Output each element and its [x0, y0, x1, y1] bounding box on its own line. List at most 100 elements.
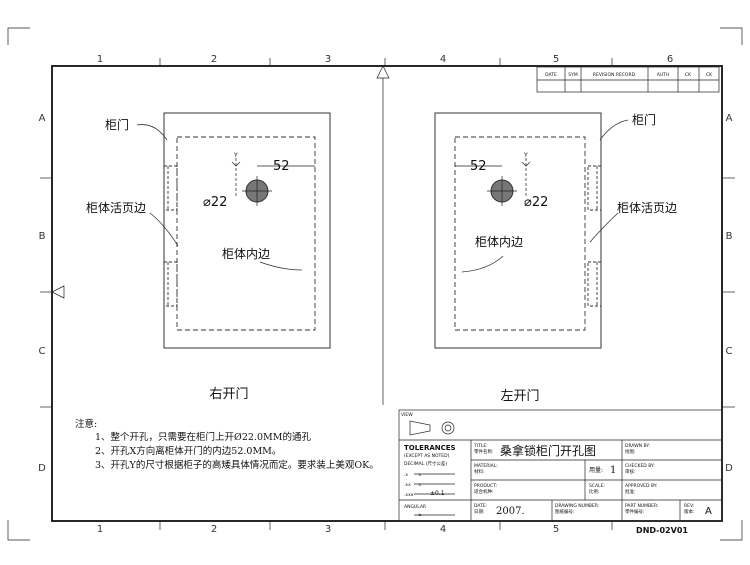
grid-column-labels: 1 2 3 4 5 6 1 2 3 4 5 [97, 54, 673, 535]
door-label: 柜门 [632, 112, 656, 127]
row-label: B [39, 231, 46, 242]
col-label: 3 [325, 54, 331, 65]
rev-sub: 版本: [684, 508, 695, 515]
qty-value: 1 [610, 465, 616, 476]
product-label: PRODUCT: [474, 483, 497, 489]
svg-text:.xx: .xx [404, 483, 411, 488]
row-label: C [726, 346, 733, 357]
material-label: MATERIAL: [474, 463, 498, 469]
svg-text:.xxx: .xxx [404, 493, 414, 498]
door-panel [163, 112, 331, 349]
date-value: 2007. [496, 506, 525, 517]
center-mark-top [376, 65, 390, 79]
col-label: 4 [440, 524, 446, 535]
decimal-label: DECIMAL (尺寸公差) [404, 460, 447, 467]
y-dim: Y [233, 152, 238, 159]
rev-label: REV: [684, 503, 694, 509]
drawing-frame [51, 65, 723, 522]
center-mark-left [51, 285, 65, 299]
projection-symbol-icon [409, 420, 455, 436]
rev-col-ck2: CK [706, 72, 713, 78]
hinge-label: 柜体活页边 [86, 201, 146, 215]
hinge-bottom [163, 261, 178, 307]
scale-label: SCALE: [589, 483, 605, 489]
col-label: 3 [325, 524, 331, 535]
col-label: 2 [211, 524, 217, 535]
left-door-drawing: Y 52 ⌀22 柜门 柜体活页边 柜体内边 左开门 [434, 112, 677, 404]
left-door-caption: 左开门 [500, 389, 539, 404]
inner-label: 柜体内边 [475, 235, 523, 249]
title-sub: 零件名称: [474, 448, 494, 455]
right-door-drawing: Y 52 ⌀22 柜门 柜体活页边 柜体内边 右开门 [86, 112, 331, 402]
dim-52: 52 [470, 159, 487, 174]
row-label: D [725, 463, 733, 474]
corner-marks [7, 27, 743, 541]
tol-xx: ± [418, 482, 422, 488]
product-sub: 适合机种: [474, 488, 494, 495]
material-sub: 材料: [474, 468, 485, 475]
hinge-bottom [587, 261, 602, 307]
date-label: DATE: [474, 503, 487, 509]
dim-22: ⌀22 [524, 195, 548, 210]
tol-xxx: ±0.1 [430, 490, 445, 497]
col-label: 5 [553, 524, 559, 535]
drawn-by-sub: 绘图: [625, 448, 636, 455]
col-label: 6 [667, 54, 673, 65]
inner-edge-outline [176, 136, 316, 331]
title-block: VIEW TOLERANCES (EXCEPT AS NOTED) DECIMA… [398, 409, 723, 522]
title-label: TITLE: [473, 443, 488, 449]
note-item: 3、开孔Y的尺寸根据柜子的高矮具体情况而定。要求装上美观OK。 [95, 459, 379, 471]
rev-col-sym: SYM [568, 72, 578, 78]
row-label: A [726, 113, 733, 124]
approved-by-sub: 批准: [625, 488, 636, 495]
checked-by-label: CHECKED BY: [625, 463, 655, 469]
right-door-caption: 右开门 [209, 387, 248, 402]
col-label: 1 [97, 524, 103, 535]
approved-by-label: APPROVED BY: [625, 483, 657, 489]
dim-52: 52 [273, 159, 290, 174]
drawn-by-label: DRAWN BY: [625, 443, 650, 449]
rev-value: A [705, 506, 712, 517]
col-label: 1 [97, 54, 103, 65]
rev-col-record: REVISION RECORD [593, 72, 636, 78]
angular-tol: ± [418, 512, 422, 518]
inner-edge-outline [454, 136, 586, 331]
angular-label: ANGULAR [404, 504, 426, 510]
grid-ticks [40, 58, 735, 530]
inner-label: 柜体内边 [222, 247, 270, 261]
tolerances-heading: TOLERANCES [404, 444, 456, 452]
revision-table: DATE SYM REVISION RECORD AUTH CK CK [536, 66, 720, 93]
rev-col-date: DATE [545, 72, 557, 78]
tol-x: ± [418, 472, 422, 478]
qty-label: 用量: [589, 467, 603, 474]
note-item: 2、开孔X方向离柜体开门的内边52.0MM。 [95, 445, 281, 457]
date-sub: 日期: [474, 509, 485, 515]
row-label: D [38, 463, 46, 474]
col-label: 2 [211, 54, 217, 65]
scale-sub: 比例: [589, 488, 600, 495]
col-label: 4 [440, 54, 446, 65]
rev-col-ck: CK [685, 72, 692, 78]
hinge-top [587, 165, 602, 211]
part-number-sub: 零件编号: [625, 508, 645, 515]
hinge-top [163, 165, 178, 211]
part-number-label: PART NUMBER: [625, 503, 658, 509]
hinge-label: 柜体活页边 [617, 201, 677, 215]
rev-col-auth: AUTH [657, 72, 670, 78]
except-as-noted: (EXCEPT AS NOTED) [404, 453, 450, 459]
door-panel [434, 112, 602, 349]
notes-heading: 注意: [75, 418, 97, 430]
door-label: 柜门 [105, 117, 129, 132]
y-dim: Y [523, 152, 528, 159]
notes: 注意: 1、整个开孔，只需要在柜门上开Ø22.0MM的通孔 2、开孔X方向离柜体… [75, 418, 379, 471]
drawing-title: 桑拿锁柜门开孔图 [500, 443, 596, 458]
row-label: C [39, 346, 46, 357]
note-item: 1、整个开孔，只需要在柜门上开Ø22.0MM的通孔 [95, 431, 311, 443]
grid-row-labels: A B C D A B C D [38, 113, 733, 474]
dim-22: ⌀22 [203, 195, 227, 210]
col-label: 5 [553, 54, 559, 65]
view-label: VIEW [401, 412, 413, 418]
checked-by-sub: 审核: [625, 468, 636, 475]
document-code: DND-02V01 [636, 526, 688, 535]
